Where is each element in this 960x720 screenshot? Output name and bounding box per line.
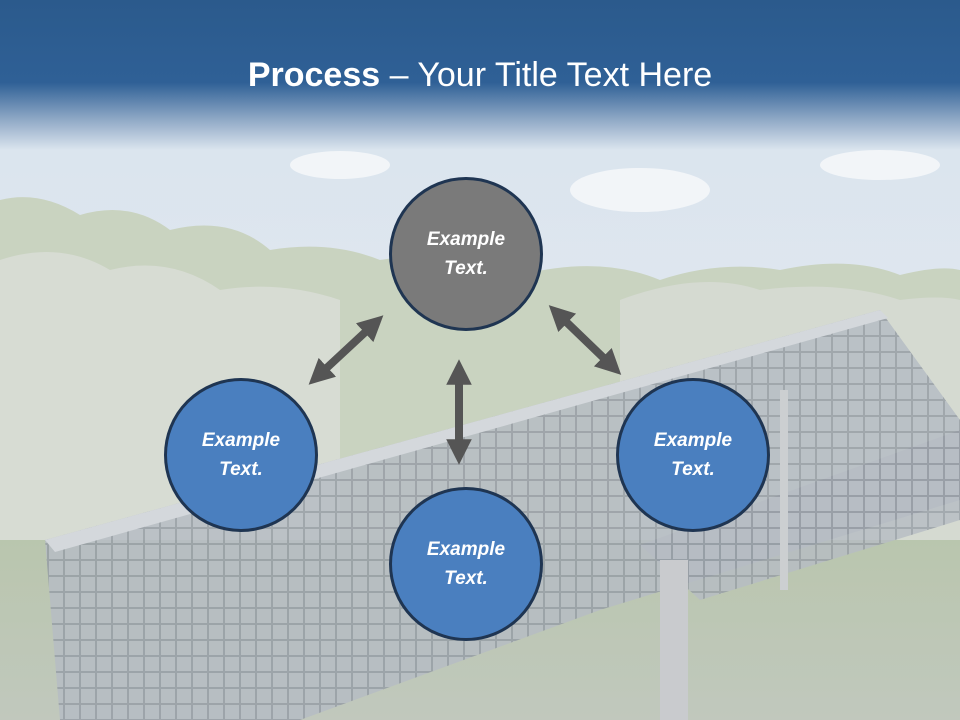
process-node-top-text: Example Text.	[426, 229, 506, 279]
title-bar	[0, 0, 960, 150]
process-node-left-text: Example Text.	[201, 430, 281, 480]
process-node-bottom: Example Text.	[389, 487, 543, 641]
arrow-top-left	[308, 315, 384, 385]
process-node-right: Example Text.	[616, 378, 770, 532]
arrow-top-right	[548, 305, 622, 375]
slide-title-rest: – Your Title Text Here	[380, 56, 713, 94]
process-node-right-text: Example Text.	[653, 430, 733, 480]
slide-title: Process – Your Title Text Here	[0, 52, 960, 98]
slide-title-bold: Process	[247, 56, 381, 94]
process-node-top: Example Text.	[389, 177, 543, 331]
process-node-left: Example Text.	[164, 378, 318, 532]
process-node-bottom-text: Example Text.	[426, 539, 506, 589]
